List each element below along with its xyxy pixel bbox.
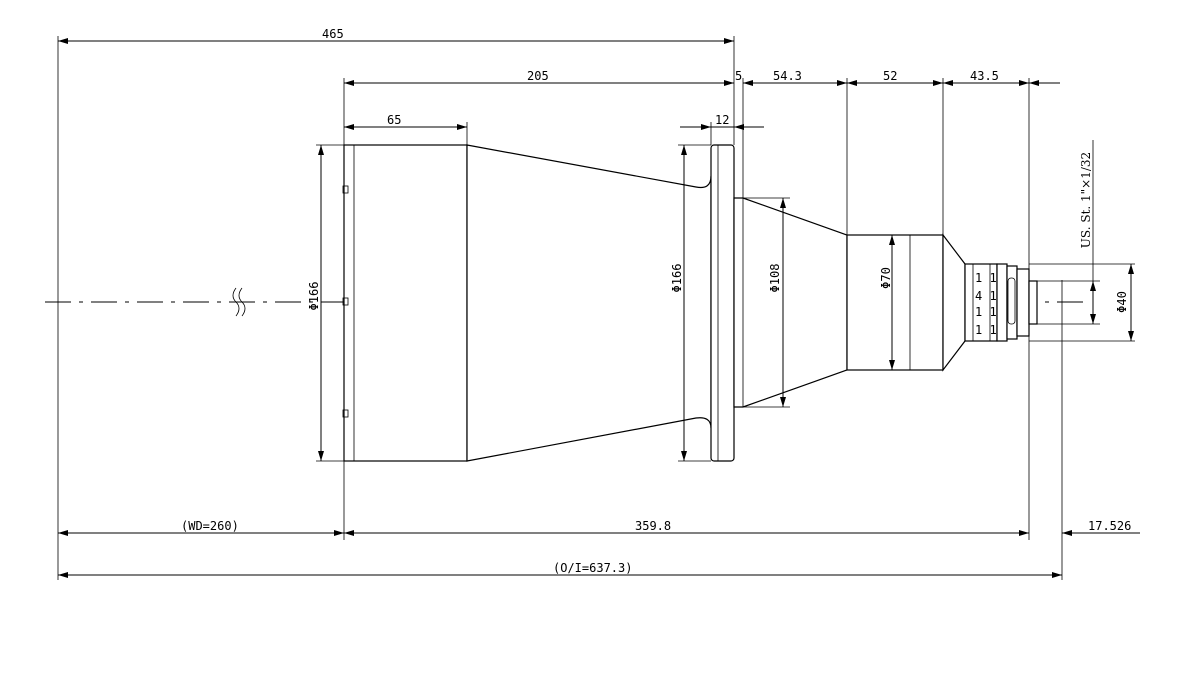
dim-43-5: 43.5 [970, 69, 999, 83]
dia-cone-rear: Φ108 [768, 264, 782, 293]
dim-wd: (WD=260) [181, 519, 239, 533]
dim-65: 65 [387, 113, 401, 127]
dim-12: 12 [715, 113, 729, 127]
axis-break-symbol [232, 287, 246, 317]
rear-cone [733, 197, 848, 408]
dia-mount: Φ40 [1115, 291, 1129, 313]
dim-5: 5 [735, 69, 742, 83]
dim-oi: (O/I=637.3) [553, 561, 632, 575]
dim-465: 465 [322, 27, 344, 41]
rear-barrel [846, 234, 944, 371]
dia-front: Φ166 [307, 282, 321, 311]
front-barrel [342, 144, 468, 462]
rear-taper [942, 233, 966, 372]
dim-54-3: 54.3 [773, 69, 802, 83]
dim-17-526: 17.526 [1088, 519, 1131, 533]
flange [710, 144, 735, 462]
dia-flange: Φ166 [670, 264, 684, 293]
dia-rear-barrel: Φ70 [879, 267, 893, 289]
thread-spec: US. St. 1"×1/32 [1079, 152, 1093, 248]
front-cone [466, 144, 712, 462]
dim-359-8: 359.8 [635, 519, 671, 533]
dim-205: 205 [527, 69, 549, 83]
mount-assembly: 1 1 1 4 1 1 1 1 1 1 1 1 [964, 263, 1038, 342]
dim-52: 52 [883, 69, 897, 83]
